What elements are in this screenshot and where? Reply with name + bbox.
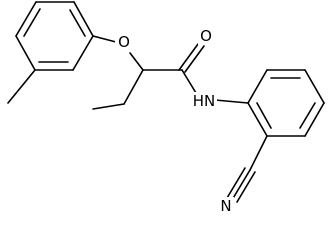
- bond-ring1-b-inner: [69, 9, 86, 37]
- bond-co-b: [184, 45, 205, 73]
- bond-nitrile-triple-b: [226, 167, 246, 199]
- bond-o-ch: [129, 52, 144, 71]
- bond-co-nh: [181, 69, 197, 94]
- bond-nitrile-triple-a: [231, 169, 251, 201]
- chemical-structure-canvas: O O HN N: [7, 1, 325, 215]
- bond-ring2-d-inner: [299, 102, 316, 129]
- bond-nh-ring2: [214, 99, 249, 104]
- bond-ring1-c: [72, 35, 94, 71]
- bond-ring1-f: [15, 1, 37, 37]
- bond-ring2-d: [304, 102, 325, 137]
- bond-ring2-f: [247, 102, 268, 137]
- bond-ring1-f-inner: [23, 8, 41, 37]
- bond-co-a: [178, 43, 199, 71]
- bond-ring1-o: [92, 35, 117, 43]
- bond-ring1-b: [73, 1, 94, 37]
- bond-ring1-e: [15, 35, 36, 71]
- bond-ch2-ch3: [92, 103, 125, 110]
- bond-ch-ch2: [123, 69, 144, 105]
- atom-amide-nh: HN: [193, 92, 216, 110]
- bond-ring2-f-inner: [256, 102, 272, 129]
- atom-nitrile-n: N: [220, 197, 231, 215]
- bond-methyl: [7, 69, 36, 104]
- atom-oxygen-ether: O: [118, 33, 130, 51]
- bond-nitrile-triple-c: [236, 171, 256, 203]
- bond-nitrile-single: [249, 135, 268, 171]
- bond-ring2-c: [304, 69, 325, 104]
- molecule-drawing: O O HN N: [7, 1, 325, 215]
- bond-ring2-a: [247, 69, 268, 104]
- atom-oxygen-carbonyl: O: [200, 27, 212, 45]
